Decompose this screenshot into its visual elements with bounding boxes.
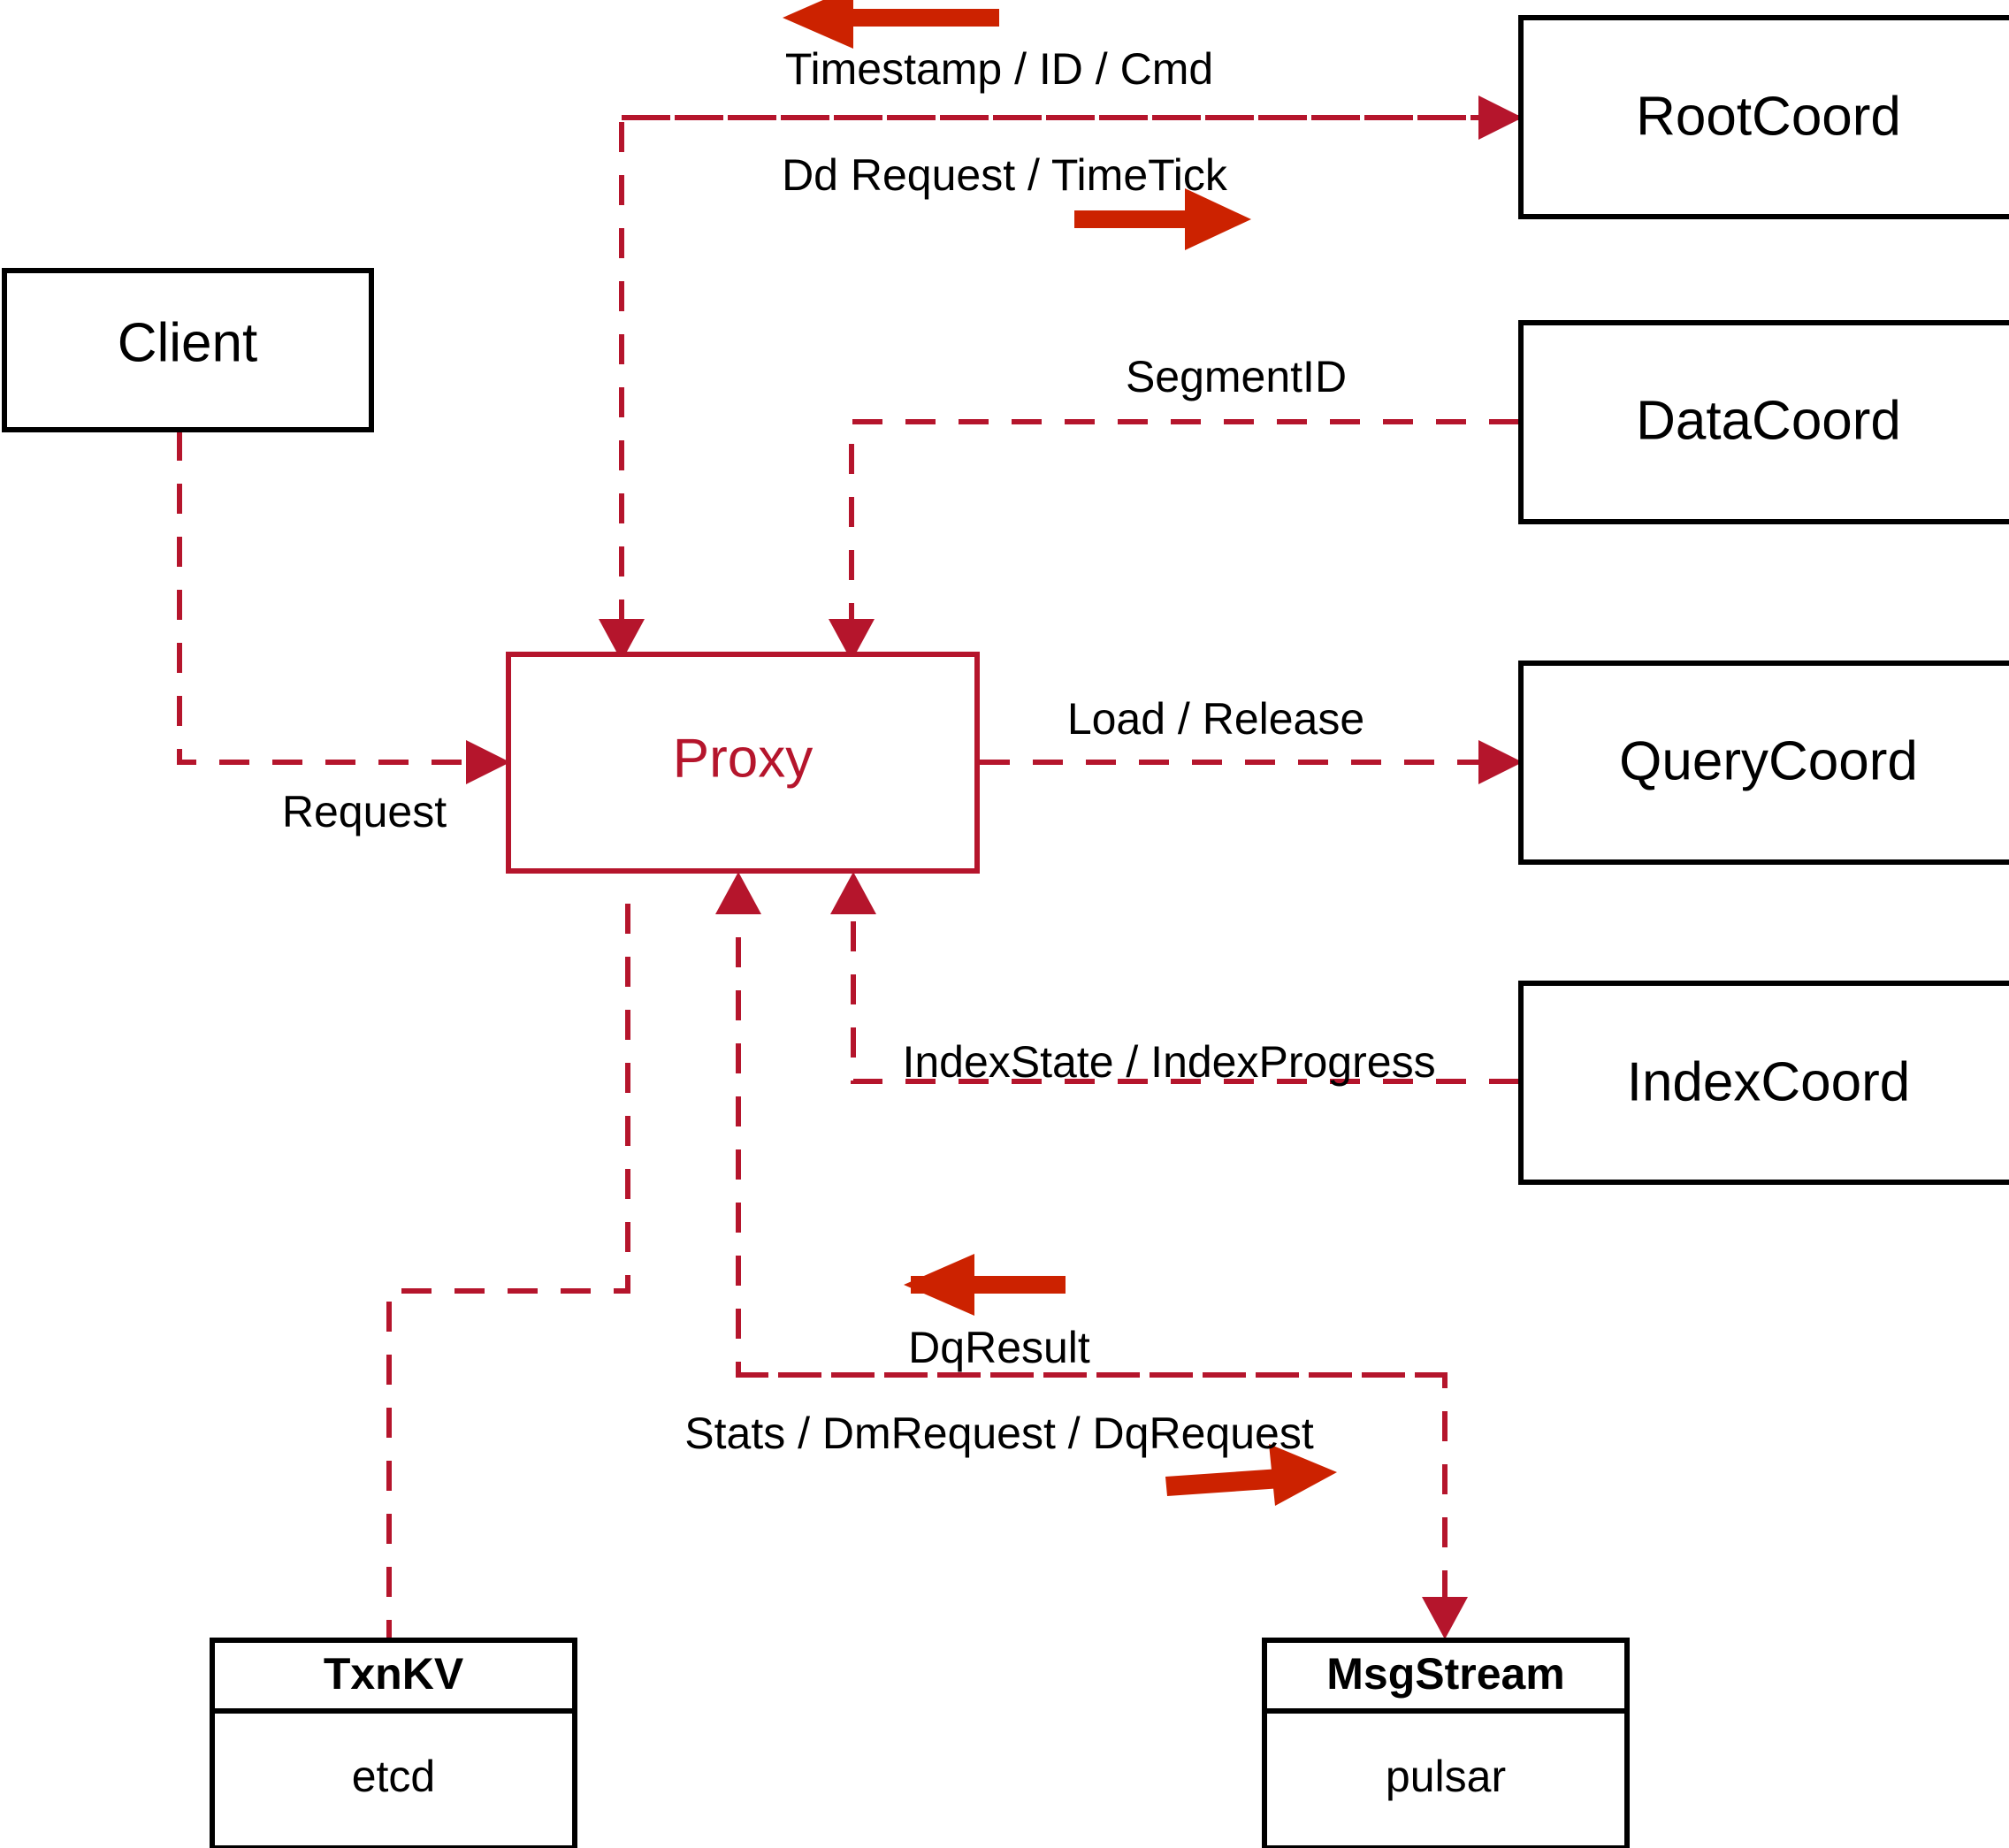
arrowhead-right-icon [466,740,510,784]
index-coord-label: IndexCoord [1627,1051,1911,1112]
proxy-label: Proxy [673,728,813,789]
node-txnkv[interactable]: TxnKV etcd [210,1638,577,1848]
edge-rootcoord-to-proxy [599,115,1519,661]
arrowhead-up-icon [830,872,876,914]
node-index-coord[interactable]: IndexCoord [1518,981,2009,1185]
edge-label-proxy-to-msgstream: Stats / DmRequest / DqRequest [684,1409,1314,1458]
query-coord-box[interactable] [1518,661,2009,865]
msgstream-header-label: MsgStream [1326,1649,1565,1699]
edge-proxy-to-txnkv [386,904,630,1640]
edge-label-indexcoord-to-proxy: IndexState / IndexProgress [902,1037,1435,1087]
node-client[interactable]: Client [2,268,374,432]
arrowhead-right-icon [1478,740,1523,784]
direction-arrow-left-dqresult-icon [904,1254,1066,1316]
edge-datacoord-to-proxy [829,419,1519,661]
edge-label-rootcoord-to-proxy: Timestamp / ID / Cmd [785,44,1213,94]
node-msgstream[interactable]: MsgStream pulsar [1262,1638,1630,1848]
msgstream-box[interactable] [1262,1638,1630,1848]
node-data-coord[interactable]: DataCoord [1518,320,2009,524]
edge-proxy-to-querycoord [980,740,1523,784]
arrowhead-down-icon [599,619,645,661]
edge-proxy-to-msgstream [738,1372,1468,1639]
direction-arrow-left-timestamp-icon [783,0,999,49]
edge-msgstream-to-proxy [715,872,1445,1378]
edge-label-proxy-to-rootcoord: Dd Request / TimeTick [782,150,1228,200]
edge-label-msgstream-to-proxy: DqResult [908,1323,1090,1372]
client-label: Client [118,312,258,373]
edge-label-proxy-to-querycoord: Load / Release [1067,694,1364,744]
direction-arrow-right-dmrequest-icon [1165,1444,1337,1506]
txnkv-body-label: etcd [352,1752,436,1801]
edge-client-to-proxy [177,431,510,784]
edge-label-datacoord-to-proxy: SegmentID [1126,352,1347,401]
arrowhead-down-icon [1422,1597,1468,1639]
proxy-box[interactable] [506,652,980,874]
edge-proxy-to-rootcoord [622,95,1523,140]
node-proxy[interactable]: Proxy [506,652,980,874]
edge-indexcoord-to-proxy [830,872,1519,1084]
query-coord-label: QueryCoord [1619,730,1918,791]
node-root-coord[interactable]: RootCoord [1518,15,2009,219]
direction-arrow-right-ddrequest-icon [1074,188,1251,250]
data-coord-box[interactable] [1518,320,2009,524]
arrowhead-right-icon [1478,95,1523,140]
root-coord-box[interactable] [1518,15,2009,219]
client-box[interactable] [2,268,374,432]
arrowhead-down-icon [829,619,875,661]
txnkv-header-label: TxnKV [324,1649,464,1699]
root-coord-label: RootCoord [1636,86,1901,147]
node-query-coord[interactable]: QueryCoord [1518,661,2009,865]
txnkv-box[interactable] [210,1638,577,1848]
msgstream-body-label: pulsar [1386,1752,1506,1801]
edge-label-client-to-proxy: Request [282,787,447,836]
data-coord-label: DataCoord [1636,390,1901,451]
index-coord-box[interactable] [1518,981,2009,1185]
arrowhead-up-icon [715,872,761,914]
